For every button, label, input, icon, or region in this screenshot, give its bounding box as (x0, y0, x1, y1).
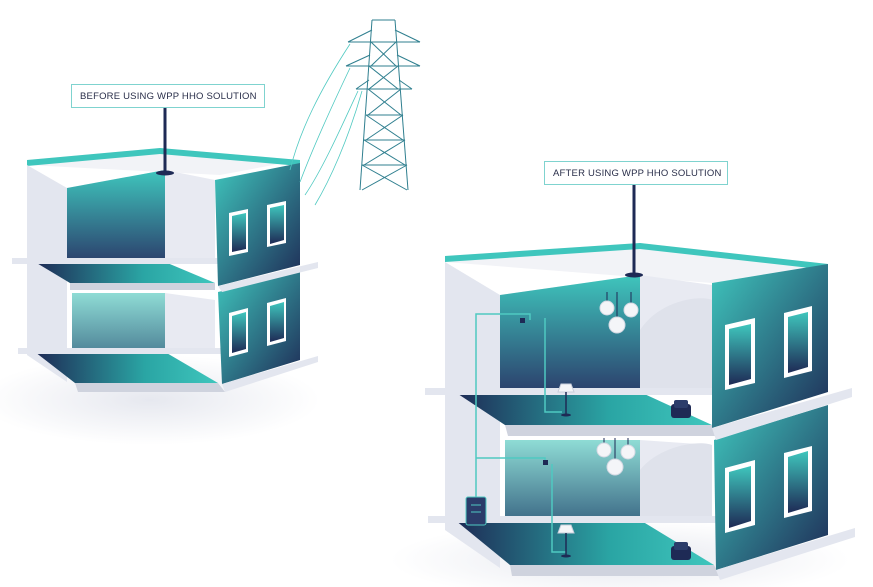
glass-panel-upper (67, 170, 165, 265)
armchair-icon (671, 400, 691, 418)
wall-outlet (543, 460, 548, 465)
lower-floor-ledge (428, 516, 718, 523)
hho-generator-unit (465, 496, 487, 526)
window-pane (788, 312, 808, 373)
window-pane (729, 324, 751, 385)
arch-wall (640, 443, 712, 522)
after-label: AFTER USING WPP HHO SOLUTION (544, 161, 728, 185)
window-pane (729, 466, 751, 528)
house-before (0, 108, 320, 445)
pendant-lights-upper (599, 292, 639, 334)
upper-floor-edge (505, 425, 718, 436)
window-pane (232, 213, 246, 252)
lower-floor-edge (75, 383, 225, 392)
window-pane (788, 451, 808, 513)
floor-lamp-icon (557, 383, 575, 417)
wall-outlet (520, 318, 525, 323)
upper-floor (455, 392, 712, 425)
window-pane (270, 302, 284, 342)
power-lines (289, 43, 363, 206)
pendant-lights-lower (596, 438, 636, 476)
front-facade-lower (714, 405, 828, 570)
window-pane (232, 312, 246, 353)
facade-floor-band-lower (222, 356, 318, 392)
lower-floor-edge (510, 565, 720, 576)
glass-panel-upper (500, 275, 640, 395)
armchair-icon (671, 542, 691, 560)
house-after (390, 185, 855, 587)
facade-floor-band (218, 262, 318, 292)
lower-floor (455, 520, 714, 565)
front-facade-upper (712, 264, 828, 428)
lower-floor (35, 352, 218, 383)
upper-floor-ledge (12, 258, 222, 264)
power-tower (345, 19, 421, 191)
pole-base (156, 170, 174, 176)
upper-floor-edge (70, 283, 215, 290)
front-facade-upper (215, 163, 300, 286)
side-wall (27, 165, 67, 382)
facade-floor-band (712, 388, 852, 440)
floor-lamp-icon (557, 524, 575, 558)
side-wall (445, 262, 500, 568)
pole-base (625, 272, 643, 278)
facade-floor-band-lower (716, 528, 855, 580)
window-pane (270, 205, 284, 244)
upper-floor (35, 262, 215, 283)
glass-panel-lower (505, 440, 640, 522)
lower-floor-ledge (18, 348, 222, 354)
before-label: BEFORE USING WPP HHO SOLUTION (71, 84, 265, 108)
roof-trim (445, 243, 828, 270)
arch-wall (640, 298, 712, 395)
